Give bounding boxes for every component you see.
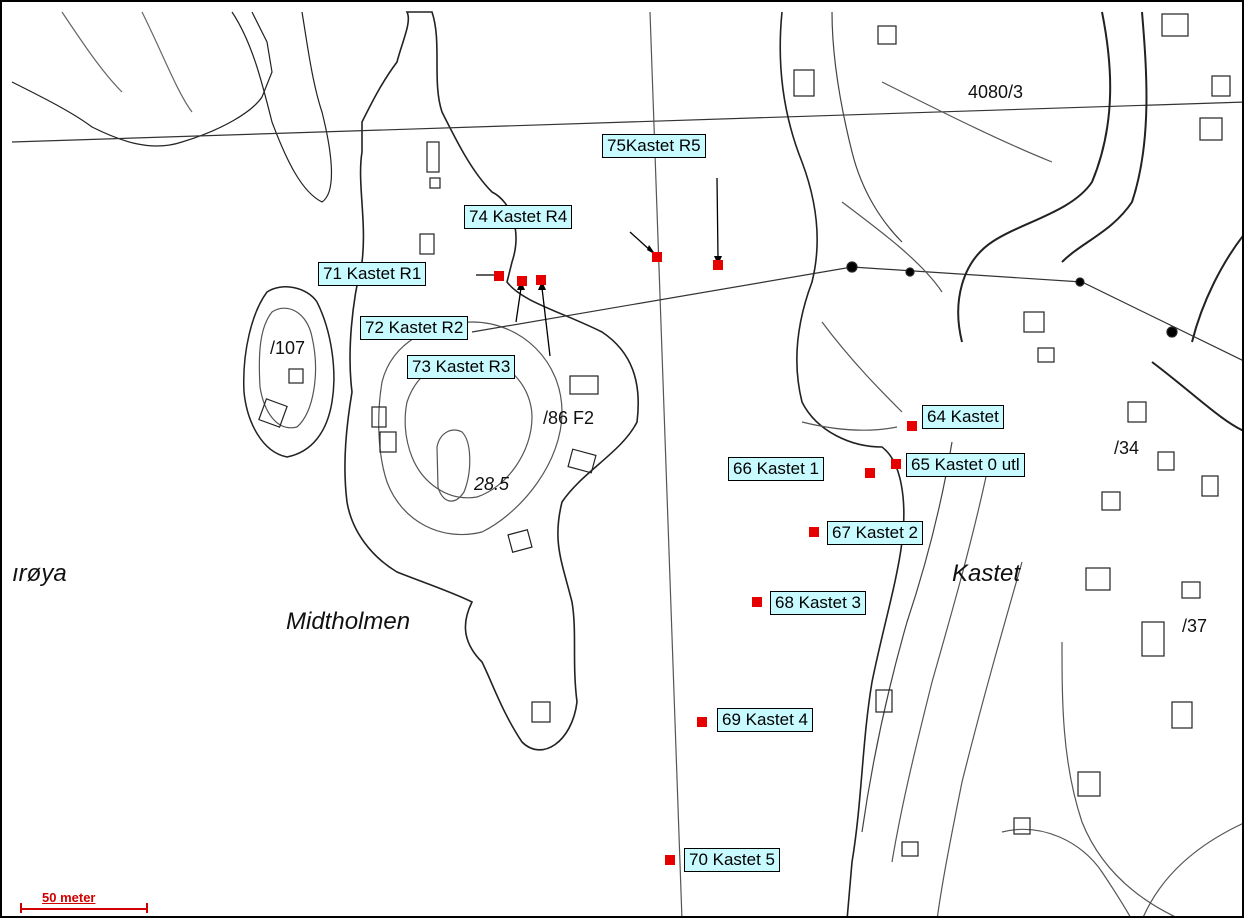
- building: [371, 406, 387, 428]
- building: [793, 69, 815, 97]
- building: [531, 701, 551, 723]
- station-marker-65[interactable]: [891, 459, 901, 469]
- scale-bar-tick-right: [146, 903, 148, 913]
- building: [1101, 491, 1121, 511]
- leader-73: [541, 287, 551, 357]
- survey-line: [471, 266, 1242, 361]
- building: [1085, 567, 1111, 591]
- station-marker-64[interactable]: [907, 421, 917, 431]
- parcel-label-37: /37: [1182, 616, 1208, 636]
- station-marker-69[interactable]: [697, 717, 707, 727]
- parcel-label-86-f2: /86 F2: [543, 408, 595, 428]
- station-marker-74[interactable]: [652, 252, 662, 262]
- place-name-island-west: ırøya: [12, 560, 67, 587]
- parcel-label-107: /107: [270, 338, 306, 358]
- station-label-74[interactable]: 74 Kastet R4: [464, 205, 573, 229]
- elevation-label: 28.5: [474, 474, 510, 494]
- station-label-64[interactable]: 64 Kastet: [922, 405, 1004, 429]
- road: [957, 11, 1112, 343]
- station-label-65[interactable]: 65 Kastet 0 utl: [906, 453, 1025, 477]
- station-label-71[interactable]: 71 Kastet R1: [318, 262, 427, 286]
- station-label-75[interactable]: 75Kastet R5: [602, 134, 706, 158]
- road: [1191, 235, 1242, 343]
- grid-line-vertical: [649, 11, 683, 916]
- station-label-70[interactable]: 70 Kastet 5: [684, 848, 781, 872]
- coastline-northwest: [11, 11, 273, 147]
- station-label-67[interactable]: 67 Kastet 2: [827, 521, 924, 545]
- coastline-midtholmen: [344, 11, 640, 751]
- place-name-midtholmen: Midtholmen: [286, 608, 411, 635]
- station-marker-73[interactable]: [536, 275, 546, 285]
- building: [379, 431, 397, 453]
- place-name-kastet: Kastet: [952, 560, 1021, 587]
- building: [877, 25, 897, 45]
- parcel-label-4080-3: 4080/3: [968, 82, 1024, 102]
- building: [1171, 701, 1193, 729]
- building: [1211, 75, 1231, 97]
- building: [567, 448, 597, 474]
- building: [429, 177, 441, 189]
- coastline-island-107: [242, 286, 335, 458]
- building: [426, 141, 440, 173]
- station-label-72[interactable]: 72 Kastet R2: [360, 316, 469, 340]
- building: [1161, 13, 1189, 37]
- road: [1061, 11, 1148, 263]
- scale-bar-line: [20, 908, 148, 910]
- building: [569, 375, 599, 395]
- building: [1181, 581, 1201, 599]
- leader-75: [716, 177, 719, 259]
- station-marker-68[interactable]: [752, 597, 762, 607]
- station-marker-71[interactable]: [494, 271, 504, 281]
- station-marker-70[interactable]: [665, 855, 675, 865]
- station-label-68[interactable]: 68 Kastet 3: [770, 591, 867, 615]
- station-label-73[interactable]: 73 Kastet R3: [407, 355, 516, 379]
- building: [507, 528, 533, 554]
- parcel-label-34: /34: [1114, 438, 1140, 458]
- building: [1077, 771, 1101, 797]
- building: [875, 689, 893, 713]
- building: [288, 368, 304, 384]
- station-marker-66[interactable]: [865, 468, 875, 478]
- coastline-north-island: [231, 11, 332, 203]
- scale-bar: 50 meter: [20, 890, 150, 914]
- building: [1141, 621, 1165, 657]
- building: [1013, 817, 1031, 835]
- building: [1199, 117, 1223, 141]
- road: [1151, 361, 1242, 432]
- scale-bar-label: 50 meter: [42, 890, 96, 905]
- building: [419, 233, 435, 255]
- building: [1157, 451, 1175, 471]
- station-marker-75[interactable]: [713, 260, 723, 270]
- station-label-69[interactable]: 69 Kastet 4: [717, 708, 814, 732]
- building: [258, 398, 288, 428]
- station-marker-72[interactable]: [517, 276, 527, 286]
- leader-72: [515, 287, 522, 323]
- building: [901, 841, 919, 857]
- coastline-east: [779, 11, 905, 916]
- building: [1127, 401, 1147, 423]
- building: [1201, 475, 1219, 497]
- grid-line-horizontal: [11, 101, 1242, 143]
- building: [1023, 311, 1045, 333]
- station-label-66[interactable]: 66 Kastet 1: [728, 457, 825, 481]
- station-marker-67[interactable]: [809, 527, 819, 537]
- building: [1037, 347, 1055, 363]
